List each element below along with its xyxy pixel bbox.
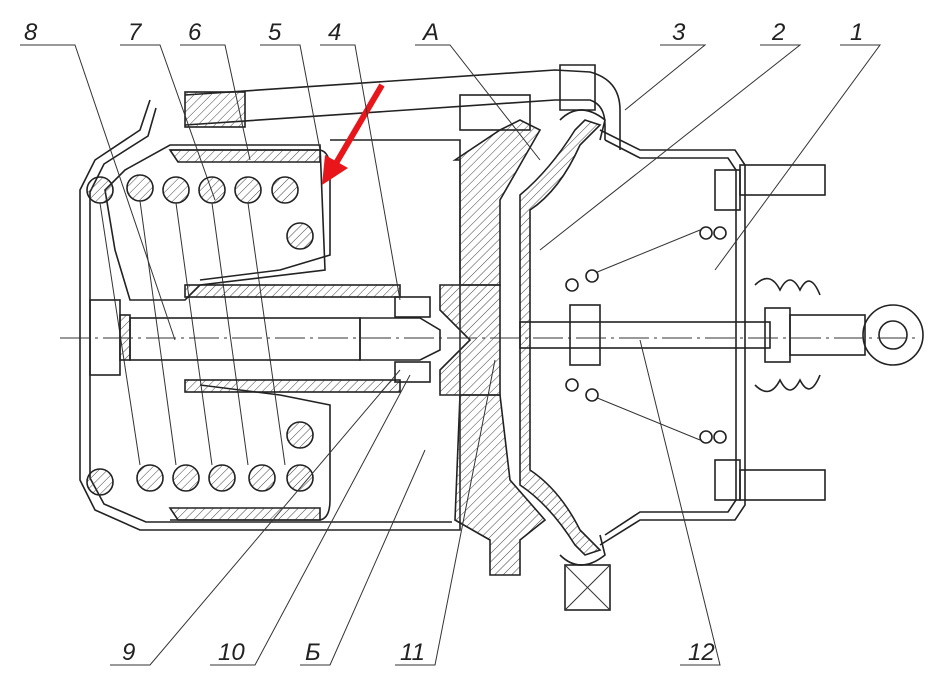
label-4: 4 xyxy=(328,19,341,46)
push-rod xyxy=(60,277,924,393)
label-2: 2 xyxy=(771,19,785,46)
intermediate-flange xyxy=(452,119,547,576)
power-spring xyxy=(86,174,314,496)
label-5: 5 xyxy=(268,19,282,46)
label-9: 9 xyxy=(122,639,135,666)
label-6: 6 xyxy=(188,19,202,46)
air-tube xyxy=(184,64,621,611)
label-b: Б xyxy=(305,639,321,666)
label-3: 3 xyxy=(672,19,686,46)
label-7: 7 xyxy=(128,19,143,46)
label-8: 8 xyxy=(24,19,38,46)
release-bolt xyxy=(89,284,501,396)
service-chamber xyxy=(565,129,826,546)
label-12: 12 xyxy=(688,639,715,666)
label-a: A xyxy=(421,19,439,46)
label-11: 11 xyxy=(400,639,425,666)
highlight-arrow xyxy=(322,83,385,185)
label-1: 1 xyxy=(850,19,863,46)
label-10: 10 xyxy=(218,639,245,666)
spring-housing xyxy=(79,99,461,531)
leader-lines xyxy=(20,44,881,666)
